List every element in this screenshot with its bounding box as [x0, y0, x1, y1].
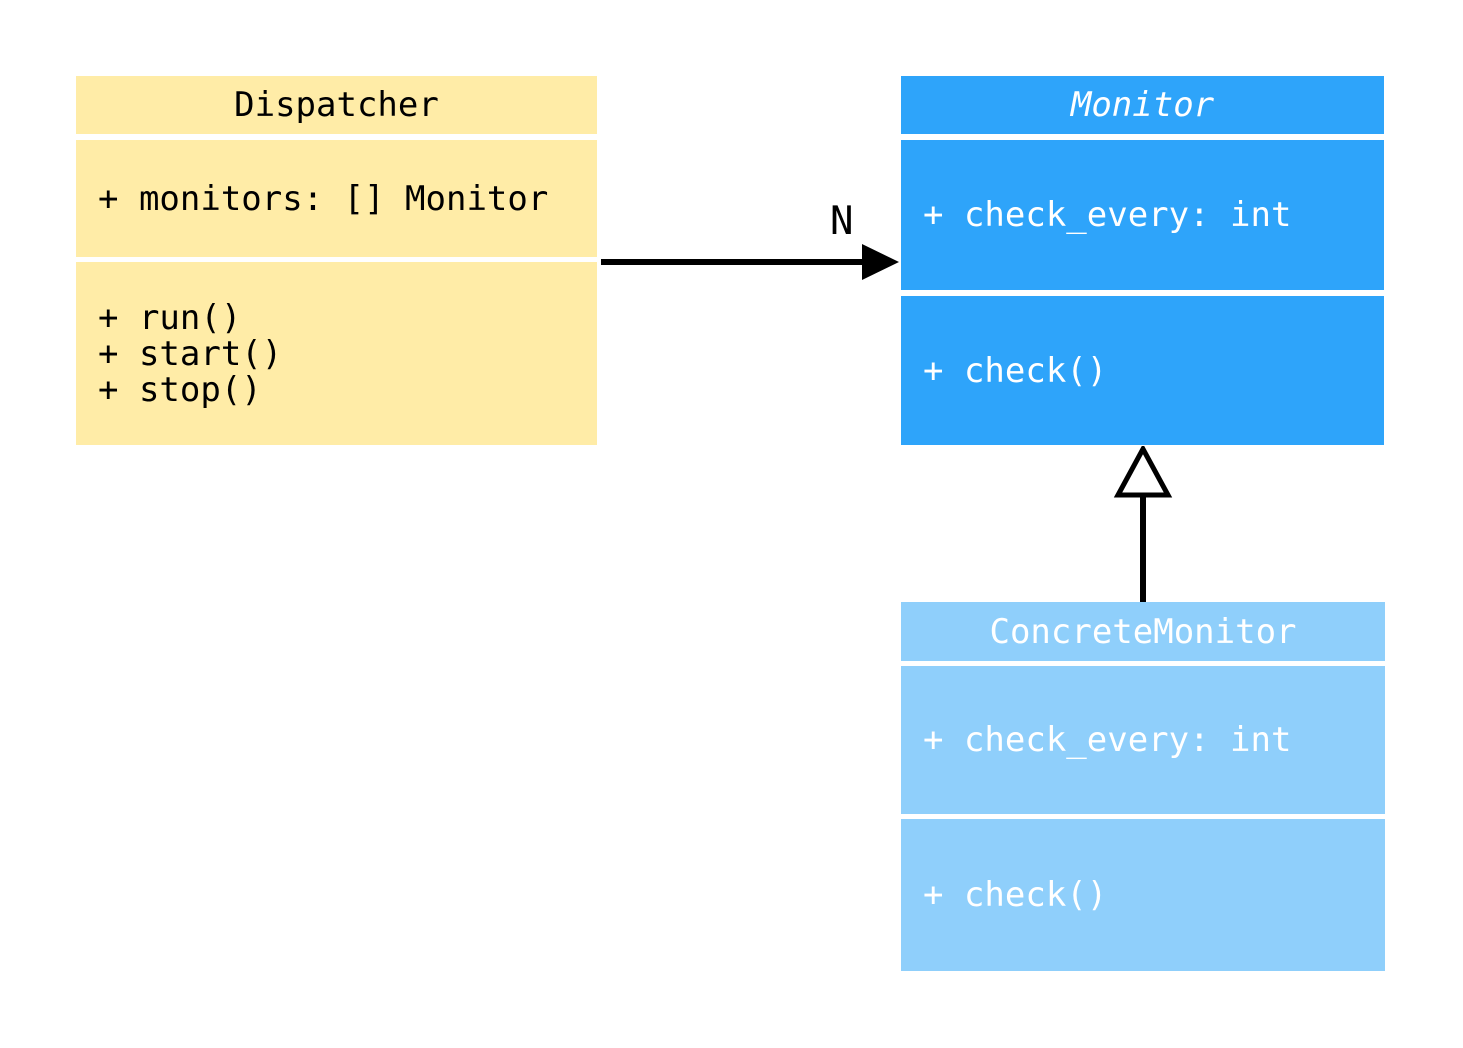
- method-item: + check(): [923, 875, 1108, 915]
- attribute-item: + monitors: [] Monitor: [98, 178, 549, 219]
- attribute-item: + check_every: int: [923, 720, 1292, 760]
- association-arrow-line: [601, 259, 864, 265]
- methods-section-concretemonitor: + check(): [901, 819, 1385, 971]
- attribute-item: + check_every: int: [923, 195, 1292, 235]
- class-box-concretemonitor: ConcreteMonitor + check_every: int + che…: [901, 602, 1385, 971]
- method-item: + start(): [98, 333, 283, 374]
- inheritance-triangle-icon: [1113, 446, 1173, 498]
- attributes-section-concretemonitor: + check_every: int: [901, 666, 1385, 814]
- class-name-dispatcher: Dispatcher: [76, 76, 597, 134]
- class-box-dispatcher: Dispatcher + monitors: [] Monitor + run(…: [76, 76, 597, 445]
- class-name-concretemonitor: ConcreteMonitor: [901, 602, 1385, 661]
- attributes-section-monitor: + check_every: int: [901, 140, 1384, 290]
- methods-section-monitor: + check(): [901, 296, 1384, 445]
- methods-section-dispatcher: + run() + start() + stop(): [76, 262, 597, 445]
- association-multiplicity-label: N: [830, 199, 854, 244]
- class-box-monitor: Monitor + check_every: int + check(): [901, 76, 1384, 445]
- association-arrowhead-icon: [862, 244, 899, 280]
- attributes-section-dispatcher: + monitors: [] Monitor: [76, 140, 597, 257]
- method-item: + stop(): [98, 369, 262, 410]
- method-item: + run(): [98, 297, 242, 338]
- method-item: + check(): [923, 350, 1108, 391]
- class-name-monitor: Monitor: [901, 76, 1384, 134]
- inheritance-arrow-line: [1140, 497, 1146, 602]
